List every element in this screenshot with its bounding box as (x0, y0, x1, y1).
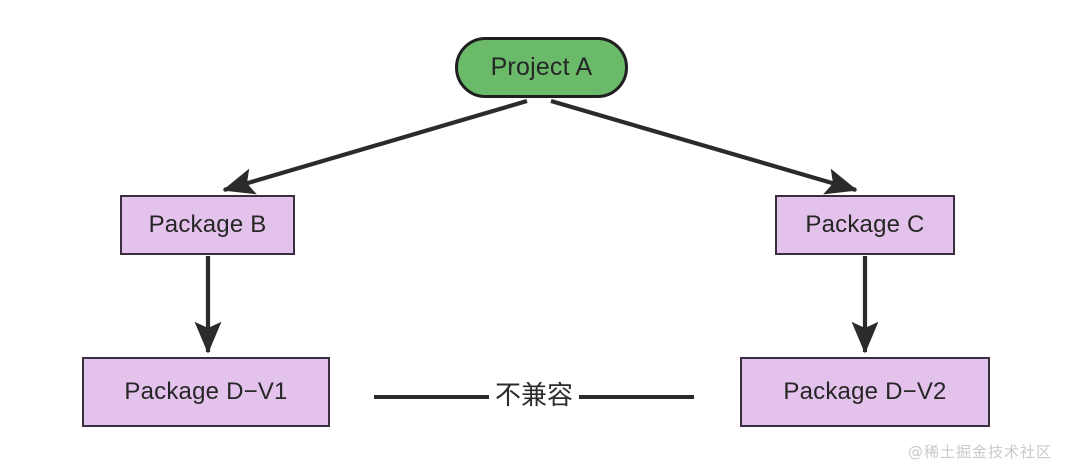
node-project-a[interactable]: Project A (455, 37, 628, 98)
edge-project-a-to-package-b (222, 98, 528, 195)
node-package-b[interactable]: Package B (120, 195, 295, 255)
incompatible-label: 不兼容 (495, 381, 574, 411)
connector-line-right (579, 395, 695, 399)
connector-line-left (374, 395, 489, 399)
node-package-b-label: Package B (148, 211, 267, 238)
node-project-a-label: Project A (490, 53, 593, 81)
incompatibility-connector: 不兼容 (374, 373, 695, 421)
node-package-d-v1-label: Package D−V1 (124, 378, 288, 405)
node-package-d-v2-label: Package D−V2 (783, 378, 947, 405)
node-package-c-label: Package C (805, 211, 925, 238)
node-package-d-v2[interactable]: Package D−V2 (740, 357, 990, 427)
node-package-c[interactable]: Package C (775, 195, 955, 255)
edge-project-a-to-package-c (550, 98, 858, 195)
watermark: @稀土掘金技术社区 (907, 443, 1052, 461)
node-package-d-v1[interactable]: Package D−V1 (82, 357, 330, 427)
